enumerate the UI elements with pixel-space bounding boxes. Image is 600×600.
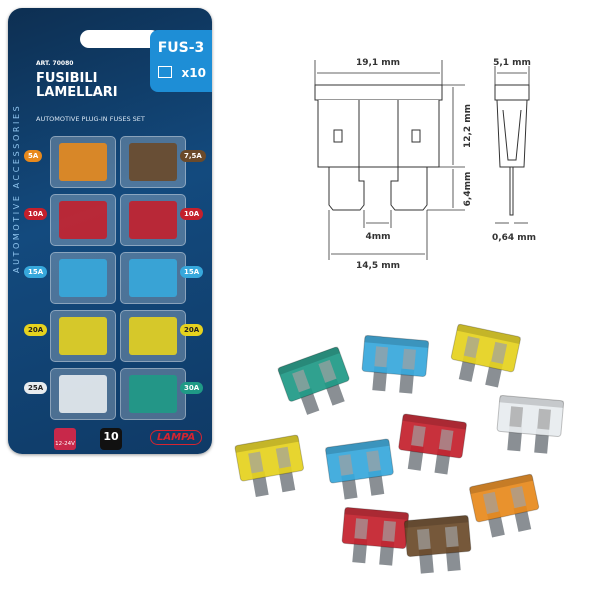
fuse-blister (120, 368, 186, 420)
title-line-2: LAMELLARI (36, 85, 118, 100)
fuse-blister (50, 310, 116, 362)
title-line-1: FUSIBILI (36, 71, 98, 86)
loose-fuse (398, 413, 467, 475)
loose-fuse (361, 335, 430, 394)
fuse-blister (50, 194, 116, 246)
fuse (59, 143, 107, 181)
fuse (129, 317, 177, 355)
fuse-rating-label: 30A (180, 382, 204, 394)
loose-fuse (325, 438, 394, 500)
fuse-blister (50, 252, 116, 304)
thickness-dimension: 5,1 mm (493, 58, 531, 68)
dimension-diagram: 19,1 mm 12,2 mm 6,4mm 4mm 14,5 mm 5,1 mm… (314, 58, 536, 271)
leg-length-dimension: 6,4mm (463, 172, 473, 207)
fuse-blister (50, 136, 116, 188)
fuse-package-card: AUTOMOTIVE ACCESSORIES FUS-3 x10 ART. 70… (8, 8, 212, 454)
fuse (59, 375, 107, 413)
quantity-badge: x10 (181, 66, 206, 80)
fuse-blister (120, 136, 186, 188)
fuse-icon (158, 66, 172, 78)
model-badge: FUS-3 x10 (150, 30, 212, 92)
loose-fuse (450, 323, 521, 388)
voltage-badge: 12-24V (54, 428, 76, 450)
article-number: ART. 70080 (36, 60, 74, 67)
fuse-rating-label: 20A (24, 324, 48, 336)
fuse-blister (120, 252, 186, 304)
package-title: FUSIBILI LAMELLARI (36, 72, 118, 100)
fuse-rating-label: 7,5A (180, 150, 206, 162)
width-dimension: 19,1 mm (356, 58, 400, 68)
fuse-blister (50, 368, 116, 420)
package-footer: 12-24V 10 LAMPA (8, 426, 212, 454)
loose-fuse (341, 507, 410, 566)
brand-logo: LAMPA (150, 430, 203, 445)
fuse-rating-label: 20A (180, 324, 204, 336)
leg-gap-dimension: 4mm (365, 232, 390, 242)
fuse-rating-label: 10A (24, 208, 48, 220)
fuse-rating-label: 5A (24, 150, 43, 162)
loose-fuse (277, 346, 350, 415)
fuse-rating-label: 25A (24, 382, 48, 394)
leg-span-dimension: 14,5 mm (356, 261, 400, 271)
hang-hole (80, 30, 160, 48)
blade-thickness-dimension: 0,64 mm (492, 233, 536, 243)
fuse (129, 375, 177, 413)
loose-fuse (234, 434, 304, 497)
fuse (59, 317, 107, 355)
fuse-rating-label: 10A (180, 208, 204, 220)
fuse (129, 201, 177, 239)
fuse-rating-label: 15A (180, 266, 204, 278)
body-height-dimension: 12,2 mm (463, 104, 473, 148)
fuse (59, 259, 107, 297)
loose-fuse (496, 395, 565, 454)
fuse (59, 201, 107, 239)
model-label: FUS-3 (157, 40, 205, 56)
fuse-blister (120, 194, 186, 246)
loose-fuse (403, 515, 472, 574)
package-subtitle: AUTOMOTIVE PLUG-IN FUSES SET (36, 115, 145, 123)
fuse (129, 143, 177, 181)
fuse (129, 259, 177, 297)
fuse-rating-label: 15A (24, 266, 48, 278)
pieces-badge: 10 (100, 428, 122, 450)
loose-fuse (469, 473, 540, 538)
fuse-blister (120, 310, 186, 362)
